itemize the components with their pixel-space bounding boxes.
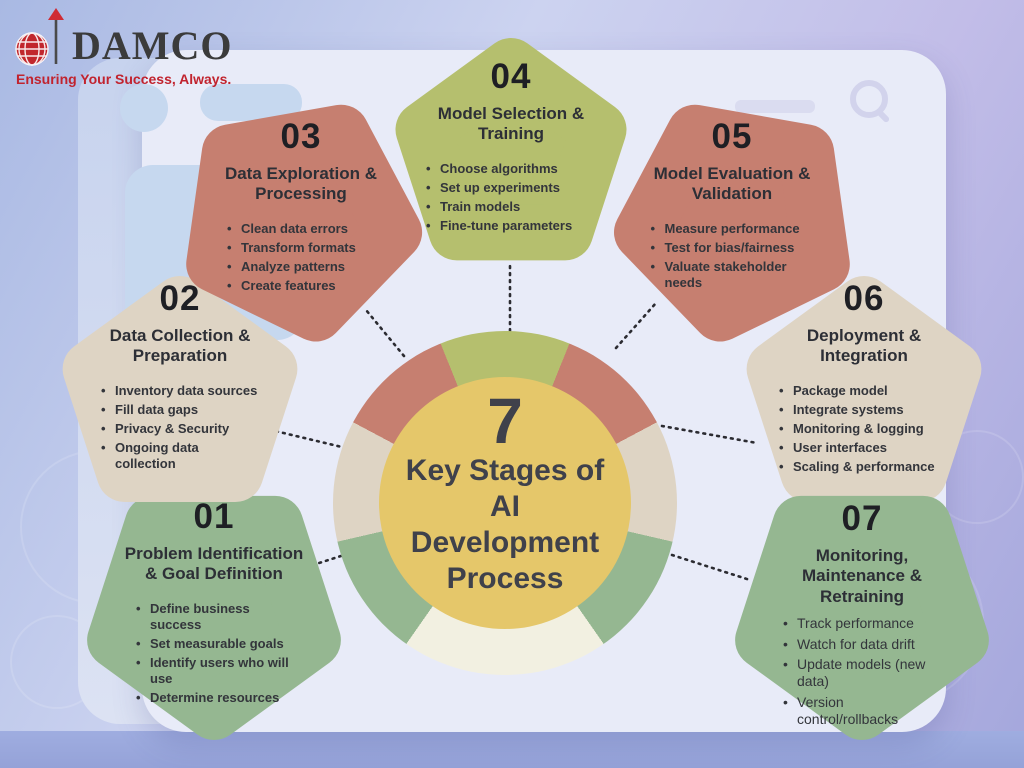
stage-04: 04 Model Selection & Training Choose alg… — [396, 56, 626, 237]
stage-number: 03 — [280, 117, 322, 156]
search-lens — [850, 80, 888, 118]
stage-bullet: Valuate stakeholder needs — [650, 259, 815, 291]
stage-number: 01 — [193, 497, 235, 536]
stage-bullet: Identify users who will use — [135, 655, 293, 687]
stage-title: Model Evaluation & Validation — [653, 164, 811, 204]
stage-title: Model Selection & Training — [437, 104, 585, 144]
stage-bullet: Ongoing data collection — [100, 440, 260, 472]
stage-bullet: Package model — [778, 383, 950, 399]
stage-bullet-list: Track performance Watch for data drift U… — [782, 615, 942, 731]
stage-bullet: Determine resources — [135, 690, 293, 706]
globe-icon — [15, 8, 64, 66]
stage-05: 05 Model Evaluation & Validation Measure… — [614, 116, 850, 294]
stage-bullet: Transform formats — [226, 240, 376, 256]
stage-bullet: Create features — [226, 278, 376, 294]
connector-line-3 — [364, 308, 406, 358]
stage-bullet: Scaling & performance — [778, 459, 950, 475]
stage-title: Deployment & Integration — [806, 326, 922, 366]
stage-bullet: Train models — [425, 199, 597, 215]
stage-bullet-list: Package model Integrate systems Monitori… — [778, 383, 950, 479]
stage-number: 06 — [843, 279, 885, 318]
stage-number: 07 — [841, 499, 883, 538]
stage-03: 03 Data Exploration & Processing Clean d… — [186, 116, 416, 297]
stage-number: 02 — [159, 279, 201, 318]
stage-01: 01 Problem Identification & Goal Definit… — [89, 496, 339, 709]
search-icon — [850, 80, 891, 124]
skeleton-avatar-circle — [120, 84, 168, 132]
stage-bullet: Integrate systems — [778, 402, 950, 418]
stage-bullet: Inventory data sources — [100, 383, 260, 399]
stage-bullet: Update models (new data) — [782, 656, 942, 691]
stage-06: 06 Deployment & Integration Package mode… — [747, 278, 981, 478]
stage-bullet: Set up experiments — [425, 180, 597, 196]
center-title: Key Stages of AI Development Process — [405, 454, 605, 595]
stage-bullet: Watch for data drift — [782, 636, 942, 654]
stage-bullet: Measure performance — [650, 221, 815, 237]
stage-bullet: Clean data errors — [226, 221, 376, 237]
stage-bullet-list: Choose algorithms Set up experiments Tra… — [425, 161, 597, 237]
stage-title: Problem Identification & Goal Definition — [124, 544, 304, 584]
damco-logo: DAMCO Ensuring Your Success, Always. — [12, 6, 242, 87]
stage-bullet: Fill data gaps — [100, 402, 260, 418]
stage-bullet: Privacy & Security — [100, 421, 260, 437]
center-circle: 7 Key Stages of AI Development Process — [379, 377, 631, 629]
connector-line-6 — [660, 424, 759, 445]
stage-bullet: Analyze patterns — [226, 259, 376, 275]
connector-line-7 — [670, 553, 752, 582]
stage-number: 05 — [711, 117, 753, 156]
stage-title: Data Collection & Preparation — [109, 326, 251, 366]
stage-bullet: Set measurable goals — [135, 636, 293, 652]
stage-bullet: User interfaces — [778, 440, 950, 456]
center-number: 7 — [487, 385, 523, 457]
stage-title: Monitoring, Maintenance & Retraining — [802, 546, 922, 606]
connector-line-2 — [269, 428, 348, 450]
stage-bullet-list: Inventory data sources Fill data gaps Pr… — [100, 383, 260, 476]
stage-bullet-list: Clean data errors Transform formats Anal… — [226, 221, 376, 297]
connector-line-5 — [614, 301, 658, 350]
stage-bullet: Monitoring & logging — [778, 421, 950, 437]
stage-bullet-list: Define business success Set measurable g… — [135, 601, 293, 710]
brand-tagline: Ensuring Your Success, Always. — [16, 71, 232, 87]
stage-02: 02 Data Collection & Preparation Invento… — [63, 278, 297, 475]
stage-bullet: Define business success — [135, 601, 293, 633]
stage-bullet: Version control/rollbacks — [782, 694, 942, 729]
skeleton-bar-small — [735, 100, 815, 113]
stage-number: 04 — [490, 57, 532, 96]
stage-bullet: Choose algorithms — [425, 161, 597, 177]
brand-name: DAMCO — [72, 23, 233, 68]
stage-07: 07 Monitoring, Maintenance & Retraining … — [735, 498, 989, 731]
stage-title: Data Exploration & Processing — [224, 164, 378, 204]
stage-bullet: Track performance — [782, 615, 942, 633]
stage-bullet: Test for bias/fairness — [650, 240, 815, 256]
stage-bullet-list: Measure performance Test for bias/fairne… — [650, 221, 815, 294]
stage-bullet: Fine-tune parameters — [425, 218, 597, 234]
